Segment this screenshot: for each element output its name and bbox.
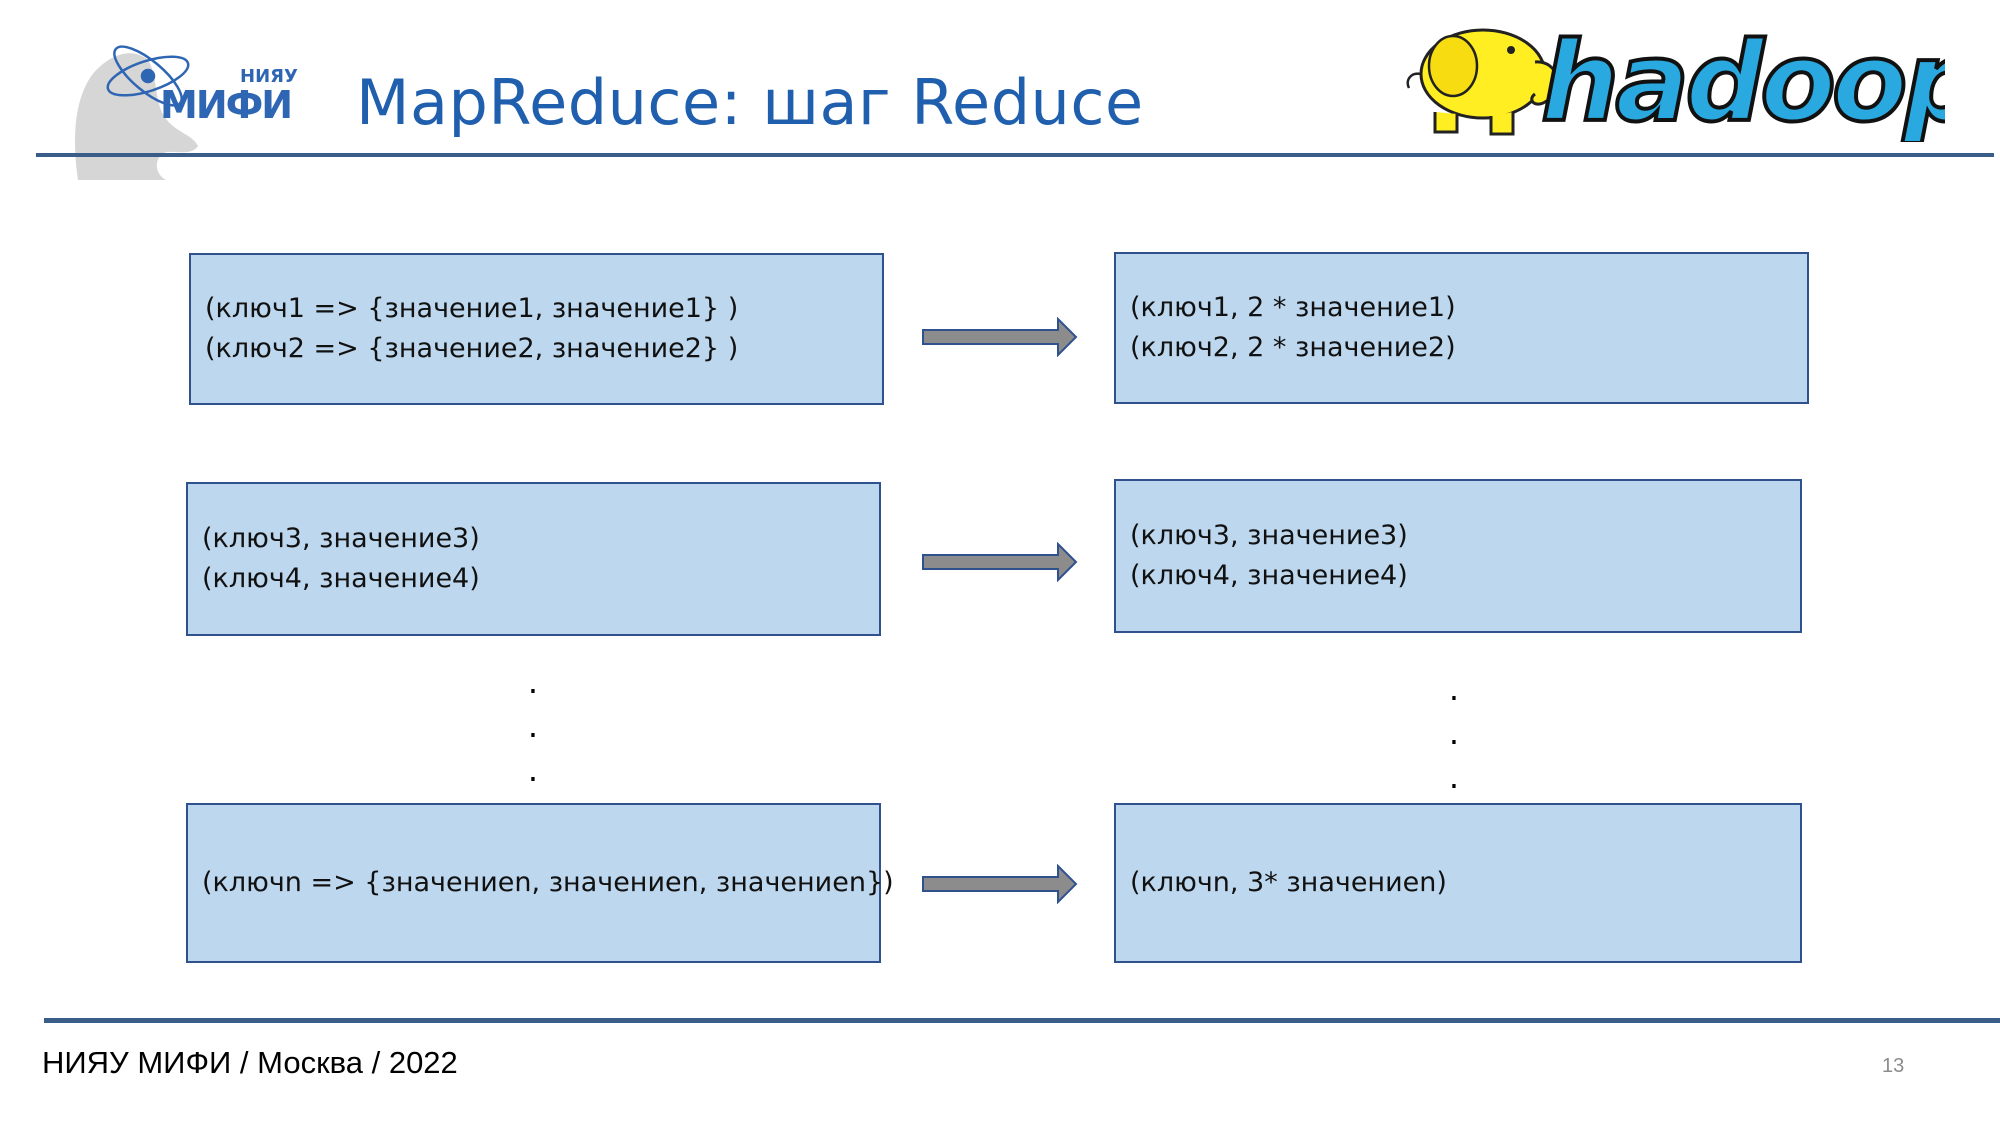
- footer-text: НИЯУ МИФИ / Москва / 2022: [42, 1045, 458, 1080]
- logo-horse-silhouette: [74, 53, 198, 180]
- logo-small-text: НИЯУ: [240, 66, 298, 87]
- logo-large-text: МИФИ: [160, 83, 291, 127]
- input-line: (ключ1 => {значение1, значение1} ): [205, 293, 739, 324]
- header-divider: [36, 153, 1994, 157]
- input-box-1: (ключ1 => {значение1, значение1} ) (ключ…: [189, 253, 884, 405]
- arrow-right-icon: [922, 317, 1078, 357]
- hadoop-wordmark: hadoop: [1541, 18, 1945, 142]
- ellipsis-left: ...: [527, 663, 539, 789]
- output-line: (ключn, 3* значениеn): [1130, 867, 1447, 898]
- input-line: (ключ4, значение4): [202, 563, 480, 594]
- output-line: (ключ1, 2 * значение1): [1130, 292, 1456, 323]
- input-line: (ключ3, значение3): [202, 523, 480, 554]
- ellipsis-right: ...: [1448, 670, 1460, 796]
- page-number: 13: [1882, 1055, 1905, 1077]
- atom-icon: [106, 45, 190, 107]
- output-line: (ключ2, 2 * значение2): [1130, 332, 1456, 363]
- page-title: MapReduce: шаг Reduce: [356, 66, 1144, 139]
- mephi-logo: НИЯУ МИФИ: [74, 45, 298, 180]
- arrow-right-icon: [922, 542, 1078, 582]
- input-line: (ключn => {значениеn, значениеn, значени…: [202, 867, 894, 898]
- input-box-n: (ключn => {значениеn, значениеn, значени…: [186, 803, 894, 963]
- output-box-2: (ключ3, значение3) (ключ4, значение4): [1114, 479, 1802, 633]
- elephant-icon: [1406, 28, 1559, 136]
- output-line: (ключ4, значение4): [1130, 560, 1408, 591]
- arrow-right-icon: [922, 864, 1078, 904]
- hadoop-logo: hadoop: [1406, 16, 1945, 142]
- output-box-n: (ключn, 3* значениеn): [1114, 803, 1802, 963]
- output-box-1: (ключ1, 2 * значение1) (ключ2, 2 * значе…: [1114, 252, 1809, 404]
- footer-divider: [44, 1018, 2000, 1023]
- input-line: (ключ2 => {значение2, значение2} ): [205, 333, 739, 364]
- output-line: (ключ3, значение3): [1130, 520, 1408, 551]
- input-box-2: (ключ3, значение3) (ключ4, значение4): [186, 482, 881, 636]
